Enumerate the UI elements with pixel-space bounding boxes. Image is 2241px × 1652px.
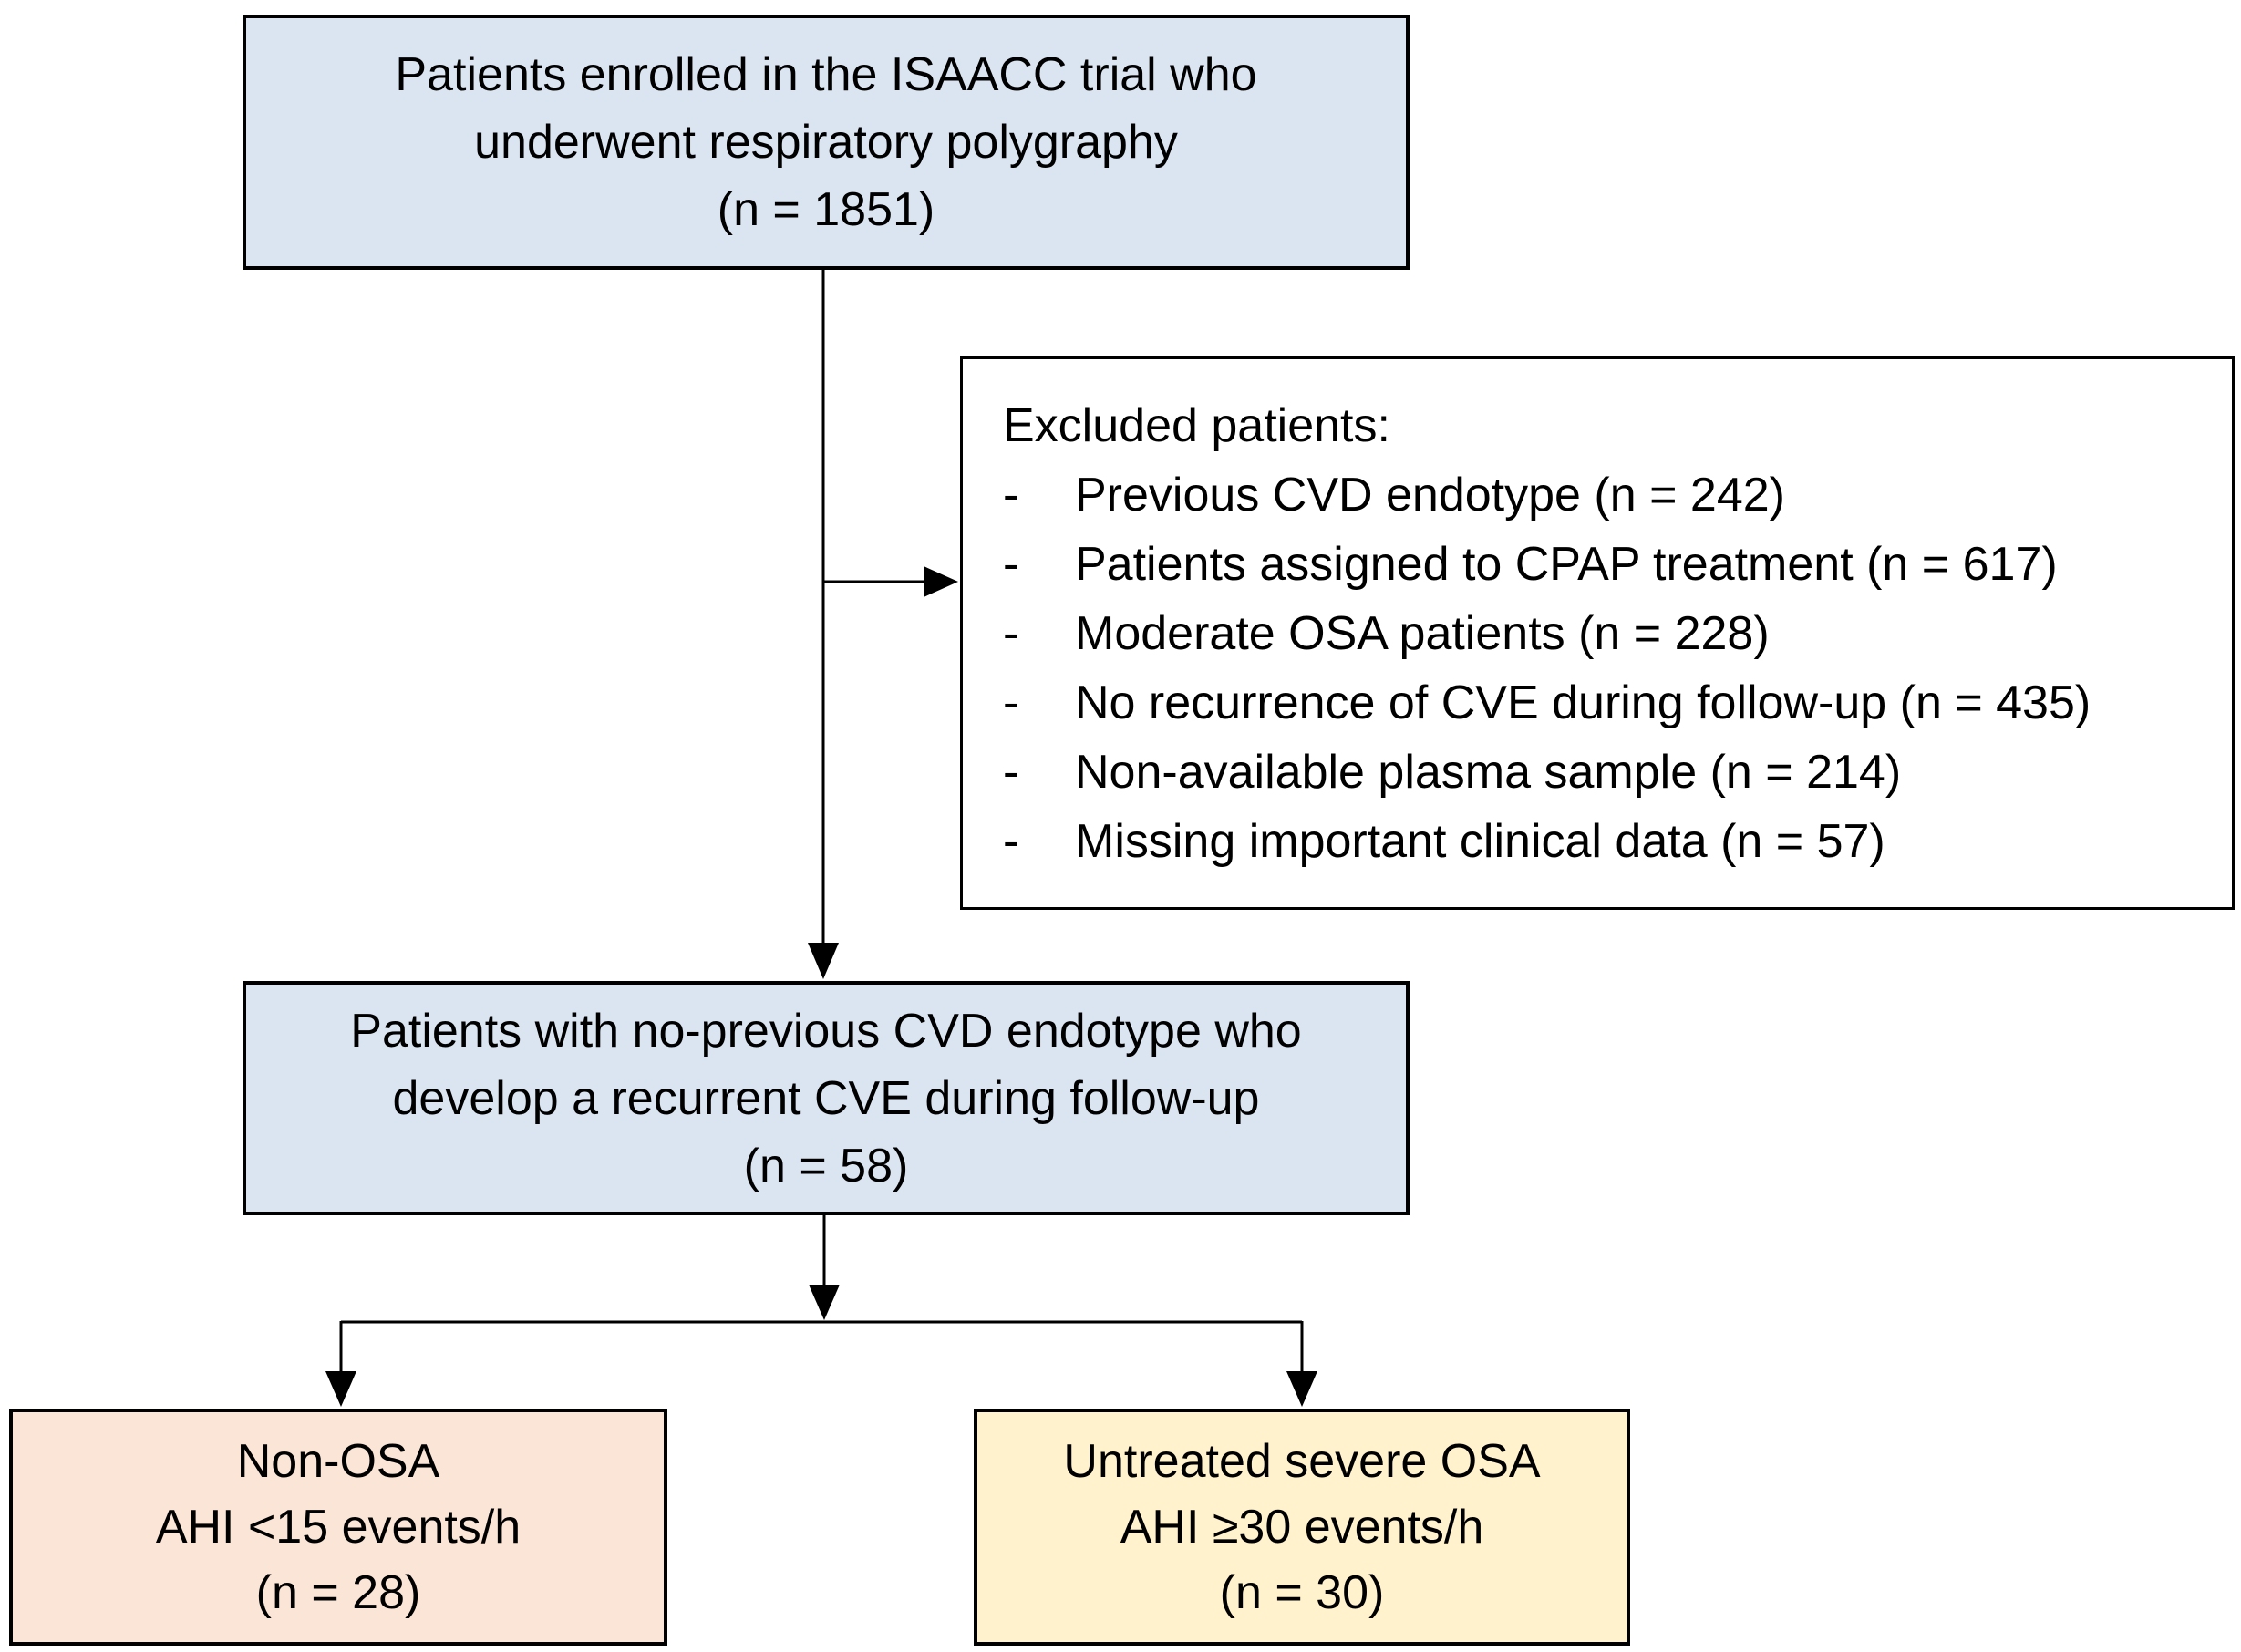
excluded-item-text: No recurrence of CVE during follow-up (n… [1075, 676, 2091, 729]
excluded-item-text: Non-available plasma sample (n = 214) [1075, 745, 1902, 799]
excluded-title: Excluded patients: [1003, 398, 1390, 452]
excluded-item-text: Moderate OSA patients (n = 228) [1075, 606, 1770, 660]
arrow-to-severe-head [1286, 1371, 1317, 1407]
enrolled-line-1: Patients enrolled in the ISAACC trial wh… [395, 48, 1257, 101]
excluded-item-text: Patients assigned to CPAP treatment (n =… [1075, 537, 2058, 591]
recurrent-count: (n = 58) [743, 1139, 909, 1193]
severe-osa-box: Untreated severe OSA AHI ≥30 events/h (n… [974, 1409, 1630, 1646]
recurrent-line-1: Patients with no-previous CVD endotype w… [350, 1004, 1302, 1058]
non-osa-count: (n = 28) [255, 1566, 421, 1619]
excluded-item: - Non-available plasma sample (n = 214) [1003, 738, 2223, 807]
excluded-item: - Patients assigned to CPAP treatment (n… [1003, 530, 2223, 599]
arrow-enrolled-to-recurrent-head [808, 943, 839, 979]
bullet-dash: - [1003, 606, 1019, 660]
bullet-dash: - [1003, 676, 1019, 729]
excluded-box: Excluded patients: - Previous CVD endoty… [960, 356, 2235, 910]
recurrent-box: Patients with no-previous CVD endotype w… [243, 981, 1410, 1215]
excluded-item: - Missing important clinical data (n = 5… [1003, 807, 2223, 876]
non-osa-criteria: AHI <15 events/h [155, 1501, 522, 1554]
non-osa-box: Non-OSA AHI <15 events/h (n = 28) [9, 1409, 667, 1646]
enrolled-line-2: underwent respiratory polygraphy [474, 116, 1178, 169]
severe-osa-count: (n = 30) [1219, 1566, 1385, 1619]
enrolled-count: (n = 1851) [717, 183, 935, 236]
bullet-dash: - [1003, 814, 1019, 868]
arrow-to-excluded-head [924, 566, 958, 597]
bullet-dash: - [1003, 468, 1019, 521]
excluded-item: - No recurrence of CVE during follow-up … [1003, 668, 2223, 738]
bullet-dash: - [1003, 745, 1019, 799]
enrolled-box: Patients enrolled in the ISAACC trial wh… [243, 15, 1410, 270]
bullet-dash: - [1003, 537, 1019, 591]
arrow-to-nonosa-head [325, 1371, 356, 1407]
excluded-item-text: Missing important clinical data (n = 57) [1075, 814, 1885, 868]
recurrent-line-2: develop a recurrent CVE during follow-up [392, 1071, 1260, 1125]
excluded-item: - Previous CVD endotype (n = 242) [1003, 460, 2223, 530]
excluded-item-text: Previous CVD endotype (n = 242) [1075, 468, 1785, 521]
non-osa-title: Non-OSA [236, 1435, 440, 1488]
arrow-recurrent-to-split-head [809, 1285, 840, 1320]
severe-osa-title: Untreated severe OSA [1063, 1435, 1541, 1488]
excluded-item: - Moderate OSA patients (n = 228) [1003, 599, 2223, 668]
severe-osa-criteria: AHI ≥30 events/h [1120, 1501, 1484, 1554]
